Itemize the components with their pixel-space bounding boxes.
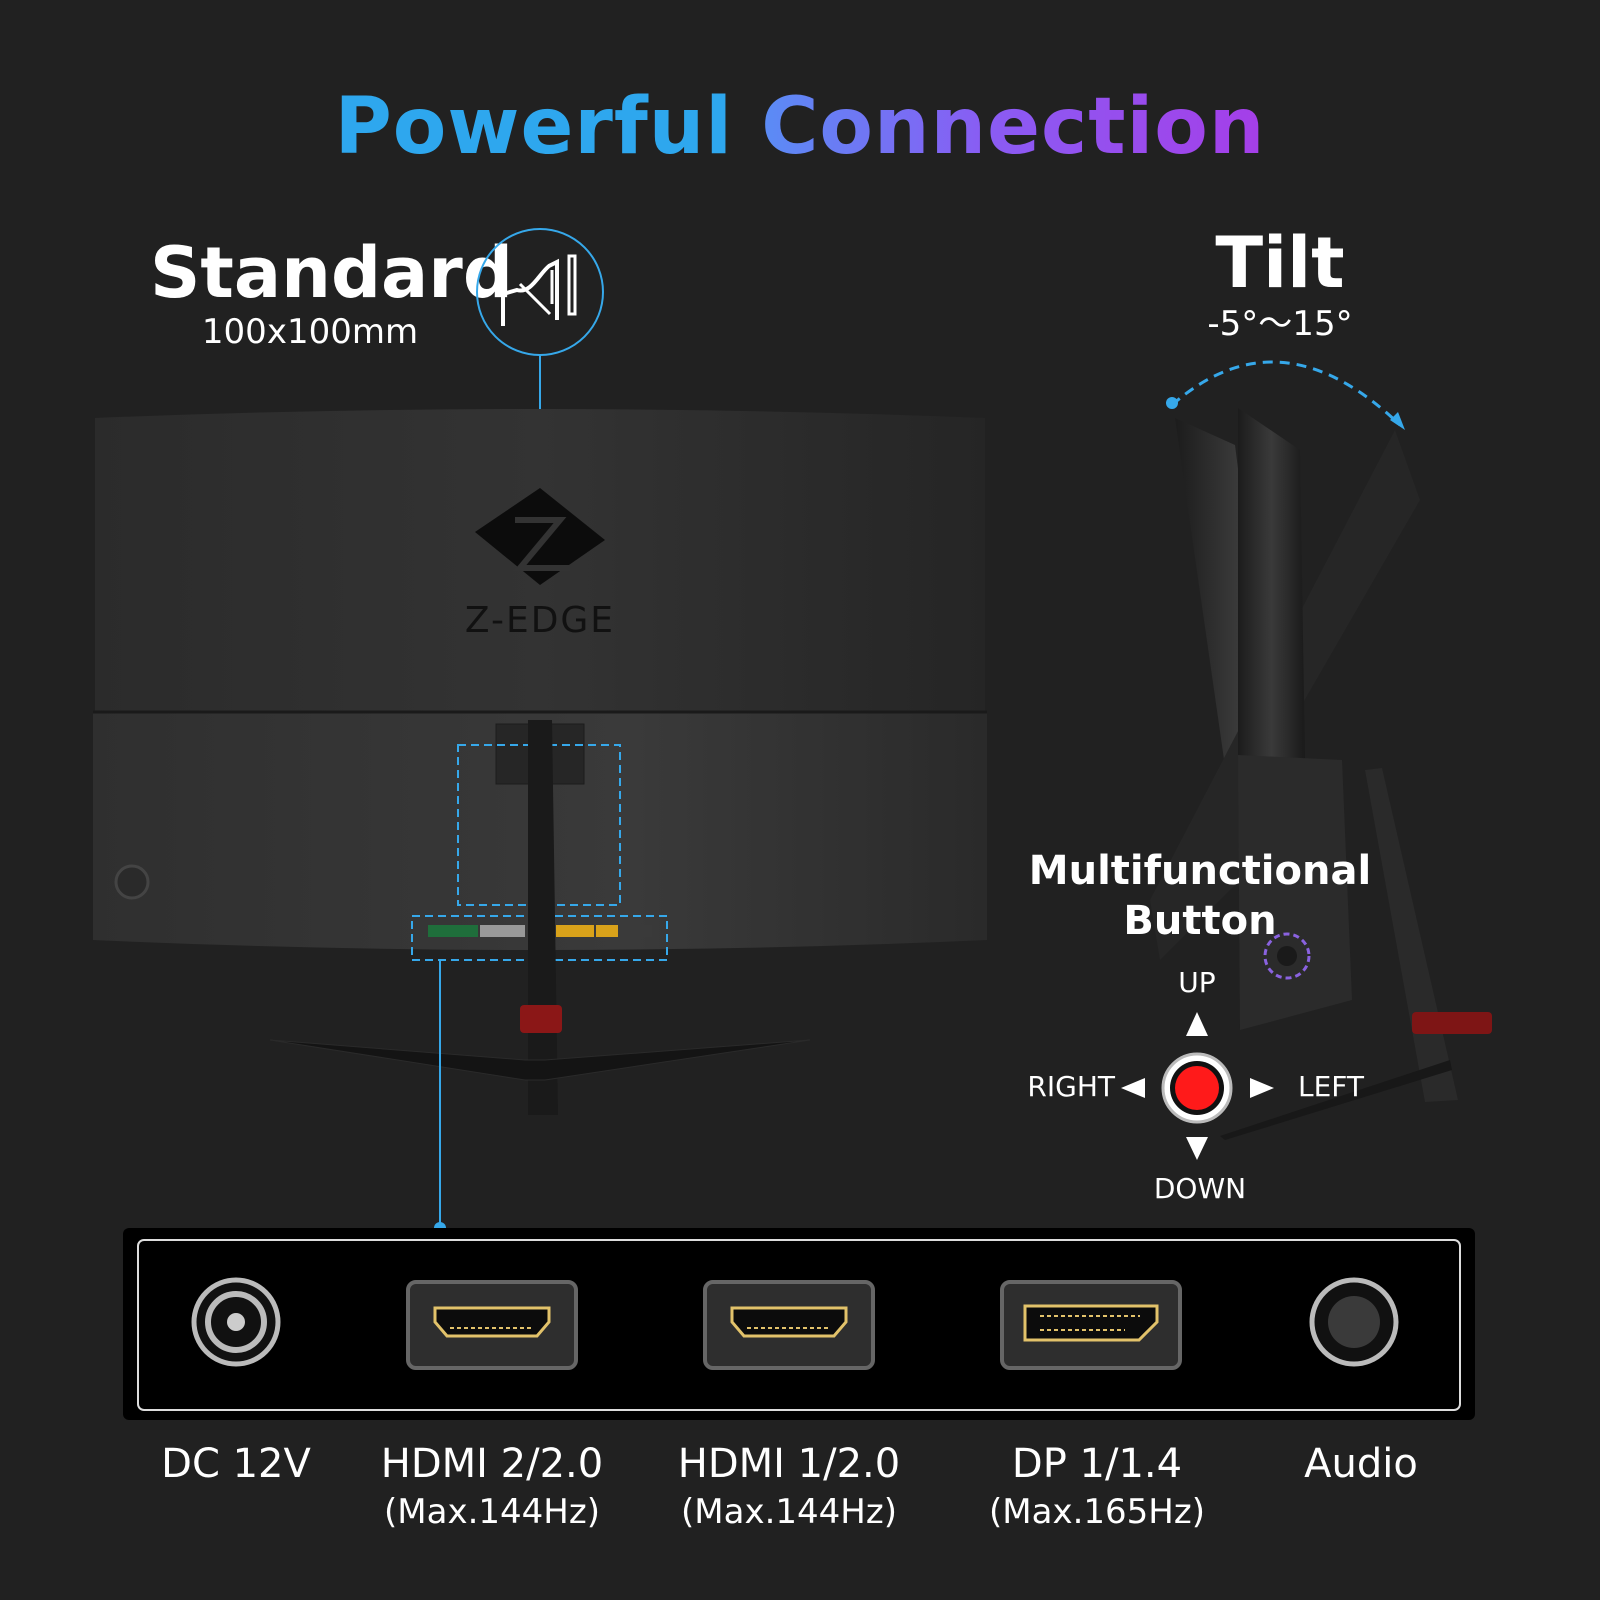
wall-mount-icon <box>476 228 604 356</box>
tilt-arc <box>1171 360 1402 427</box>
power-button <box>114 864 150 900</box>
port-spec: (Max.144Hz) <box>384 1492 600 1532</box>
port-name: HDMI 2/2.0 <box>380 1441 604 1487</box>
title-word-connection: Connection <box>761 82 1266 172</box>
port-label-hdmi1: HDMI 1/2.0 (Max.144Hz) <box>664 1440 914 1536</box>
vesa-title: Standard <box>150 232 513 314</box>
monitor-back: Z-EDGE <box>93 409 987 1115</box>
port-name: DC 12V <box>161 1441 311 1487</box>
page-title: Powerful Connection <box>0 82 1600 172</box>
port-label-dc: DC 12V <box>111 1440 361 1488</box>
port-panel <box>123 1228 1475 1420</box>
port-name: HDMI 1/2.0 <box>677 1441 901 1487</box>
port-label-hdmi2: HDMI 2/2.0 (Max.144Hz) <box>367 1440 617 1536</box>
title-word-powerful: Powerful <box>334 82 734 172</box>
arrow-up-icon <box>1186 1012 1208 1036</box>
joystick-icon <box>1121 1012 1274 1160</box>
vesa-size: 100x100mm <box>201 312 419 352</box>
tilt-range: -5°〜15° <box>1207 304 1353 344</box>
port-spec: (Max.144Hz) <box>681 1492 897 1532</box>
port-label-dp: DP 1/1.4 (Max.165Hz) <box>972 1440 1222 1536</box>
button-title-line1: Multifunctional <box>1028 848 1372 894</box>
direction-down-label: DOWN <box>1153 1172 1247 1205</box>
monitor-side-view <box>1150 408 1492 1140</box>
hdmi-port-icon <box>406 1280 578 1370</box>
arrow-left-icon <box>1250 1078 1274 1098</box>
z-edge-logo <box>475 488 605 585</box>
brand-text: Z-EDGE <box>465 600 615 641</box>
audio-jack-icon <box>1309 1277 1399 1367</box>
button-title-line2: Button <box>1123 898 1277 944</box>
port-area-highlight <box>411 915 668 961</box>
arrow-right-icon <box>1121 1078 1145 1098</box>
dc-power-port-icon <box>191 1277 281 1367</box>
arrow-down-icon <box>1186 1137 1208 1160</box>
port-label-audio: Audio <box>1236 1440 1486 1488</box>
port-spec: (Max.165Hz) <box>989 1492 1205 1532</box>
displayport-icon <box>1000 1280 1182 1370</box>
direction-up-label: UP <box>1178 966 1216 999</box>
direction-right-label: RIGHT <box>1027 1070 1115 1103</box>
multifunctional-button-title: Multifunctional Button <box>1010 846 1390 946</box>
tilt-arrow-icon <box>1390 412 1405 430</box>
port-name: Audio <box>1304 1441 1418 1487</box>
hdmi-port-icon <box>703 1280 875 1370</box>
direction-left-label: LEFT <box>1298 1070 1365 1103</box>
tilt-title: Tilt <box>1215 222 1345 304</box>
port-name: DP 1/1.4 <box>1011 1441 1183 1487</box>
